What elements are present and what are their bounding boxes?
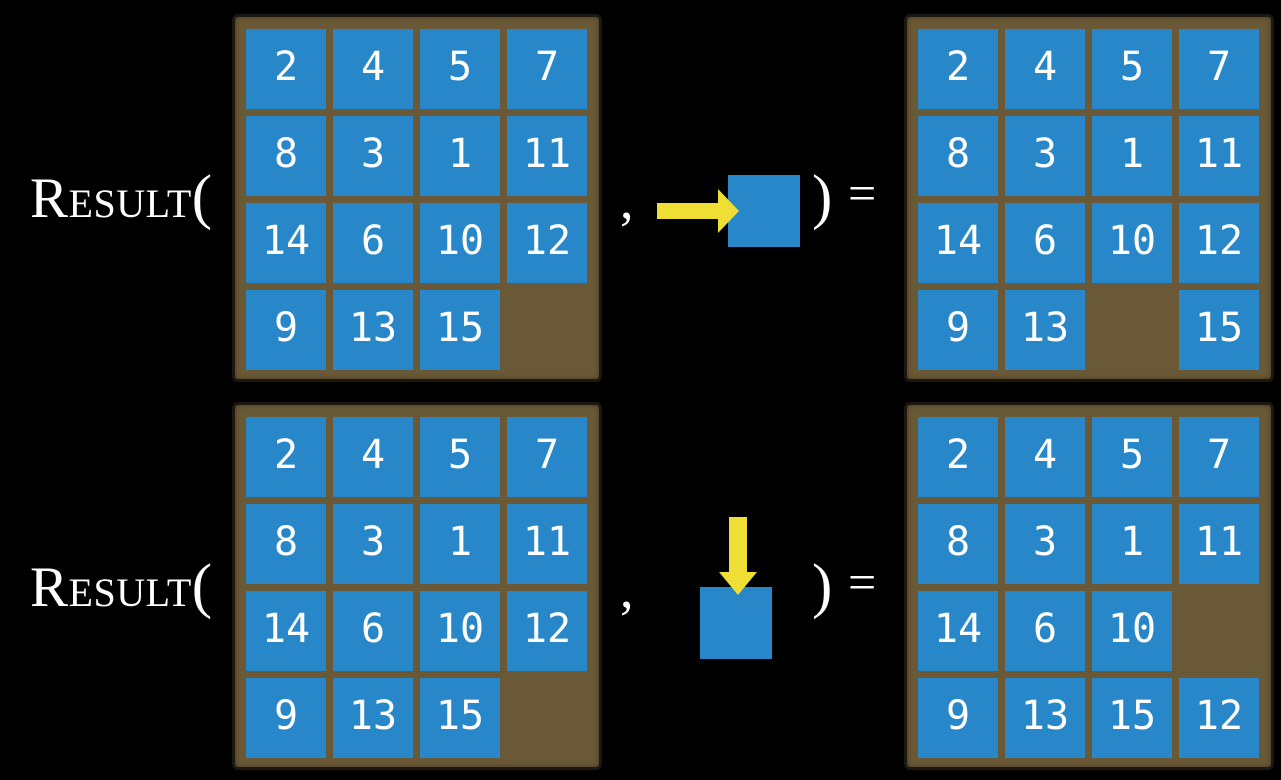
puzzle-tile: 7 (1179, 29, 1259, 109)
action-tile-square (728, 175, 800, 247)
puzzle-tile: 14 (246, 591, 326, 671)
puzzle-tile: 2 (246, 417, 326, 497)
puzzle-tile: 13 (333, 678, 413, 758)
equals-sign: = (848, 165, 877, 221)
puzzle-tile: 5 (1092, 417, 1172, 497)
puzzle-tile: 2 (918, 29, 998, 109)
puzzle-tile: 10 (420, 591, 500, 671)
puzzle-tile: 10 (1092, 203, 1172, 283)
puzzle-tile: 13 (333, 290, 413, 370)
puzzle-tile: 11 (507, 504, 587, 584)
puzzle-tile: 15 (1092, 678, 1172, 758)
puzzle-tile: 12 (507, 591, 587, 671)
right-arrow-icon (657, 189, 739, 233)
puzzle-tile: 13 (1005, 290, 1085, 370)
puzzle-tile: 8 (918, 504, 998, 584)
puzzle-tile: 2 (918, 417, 998, 497)
puzzle-tile: 8 (918, 116, 998, 196)
puzzle-tile: 5 (1092, 29, 1172, 109)
puzzle-tile: 4 (333, 29, 413, 109)
puzzle-tile: 3 (1005, 504, 1085, 584)
puzzle-tile: 7 (507, 29, 587, 109)
puzzle-tile: 11 (1179, 504, 1259, 584)
close-paren: ) (812, 164, 833, 231)
equals-sign: = (848, 554, 877, 610)
empty-cell (1179, 591, 1259, 671)
puzzle-tile: 14 (246, 203, 326, 283)
close-paren: ) (812, 553, 833, 620)
puzzle-tile: 3 (333, 504, 413, 584)
argument-separator: , (620, 559, 634, 619)
puzzle-tile: 7 (507, 417, 587, 497)
puzzle-tile: 1 (1092, 504, 1172, 584)
puzzle-tile: 9 (246, 290, 326, 370)
puzzle-tile: 12 (1179, 678, 1259, 758)
puzzle-tile: 3 (333, 116, 413, 196)
puzzle-tile: 10 (420, 203, 500, 283)
puzzle-tile: 2 (246, 29, 326, 109)
empty-cell (507, 678, 587, 758)
puzzle-tile: 6 (1005, 591, 1085, 671)
puzzle-tile: 11 (507, 116, 587, 196)
puzzle-tile: 1 (420, 116, 500, 196)
puzzle-tile: 5 (420, 29, 500, 109)
puzzle-tile: 6 (333, 203, 413, 283)
puzzle-tile: 9 (918, 678, 998, 758)
argument-separator: , (620, 170, 634, 230)
puzzle-tile: 14 (918, 591, 998, 671)
puzzle-tile: 7 (1179, 417, 1259, 497)
puzzle-tile: 11 (1179, 116, 1259, 196)
puzzle-tile: 1 (1092, 116, 1172, 196)
puzzle-tile: 15 (420, 290, 500, 370)
puzzle-tile: 5 (420, 417, 500, 497)
puzzle-tile: 4 (333, 417, 413, 497)
puzzle-tile: 15 (1179, 290, 1259, 370)
puzzle-tile: 1 (420, 504, 500, 584)
puzzle-tile: 9 (246, 678, 326, 758)
puzzle-tile: 10 (1092, 591, 1172, 671)
function-name: Result (30, 556, 192, 619)
puzzle-tile: 13 (1005, 678, 1085, 758)
result-function-label: Result( (30, 167, 212, 228)
puzzle-tile: 6 (1005, 203, 1085, 283)
puzzle-tile: 3 (1005, 116, 1085, 196)
down-arrow-icon (719, 517, 757, 595)
puzzle-tile: 6 (333, 591, 413, 671)
puzzle-tile: 4 (1005, 29, 1085, 109)
open-paren: ( (191, 553, 213, 620)
puzzle-tile: 8 (246, 116, 326, 196)
puzzle-tile: 4 (1005, 417, 1085, 497)
puzzle-tile: 12 (507, 203, 587, 283)
puzzle-tile: 15 (420, 678, 500, 758)
function-name: Result (30, 167, 192, 230)
puzzle-tile: 12 (1179, 203, 1259, 283)
puzzle-tile: 9 (918, 290, 998, 370)
puzzle-tile: 14 (918, 203, 998, 283)
open-paren: ( (191, 164, 213, 231)
action-tile-square (700, 587, 772, 659)
puzzle-tile: 8 (246, 504, 326, 584)
result-function-label: Result( (30, 556, 212, 617)
